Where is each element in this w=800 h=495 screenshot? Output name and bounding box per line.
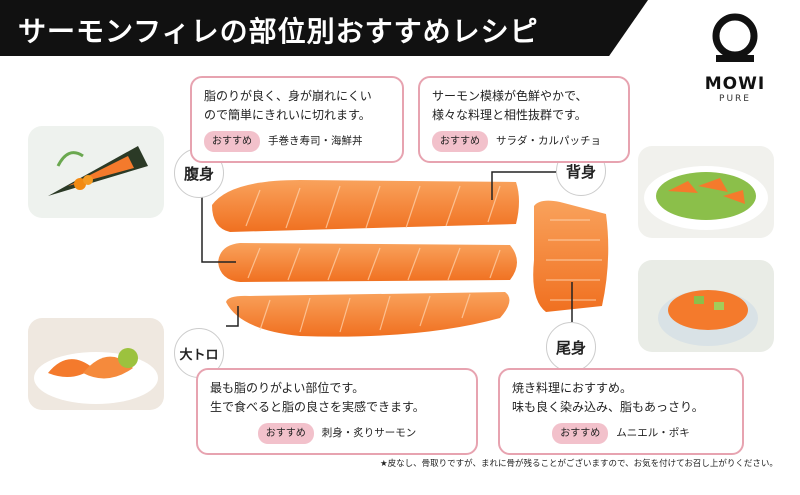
otoro-desc-1: 最も脂のりがよい部位です。	[210, 381, 365, 395]
hand-roll-sushi-image	[28, 126, 164, 218]
card-back: サーモン模様が色鮮やかで、 様々な料理と相性抜群です。 おすすめ サラダ・カルパ…	[418, 76, 630, 163]
otoro-recommend: おすすめ 刺身・炙りサーモン	[210, 423, 464, 444]
tail-desc-1: 焼き料理におすすめ。	[512, 381, 633, 395]
otoro-recipe: 刺身・炙りサーモン	[321, 427, 417, 439]
belly-desc-2: ので簡単にきれいに切れます。	[204, 108, 371, 122]
belly-leader	[201, 182, 236, 263]
mowi-logo: MOWI PURE	[690, 12, 780, 104]
logo-brand: MOWI	[704, 74, 766, 94]
back-recommend: おすすめ サラダ・カルパッチョ	[432, 131, 616, 152]
belly-recommend: おすすめ 手巻き寿司・海鮮丼	[204, 131, 390, 152]
label-otoro: 大トロ	[174, 328, 224, 378]
card-tail: 焼き料理におすすめ。 味も良く染み込み、脂もあっさり。 おすすめ ムニエル・ポキ	[498, 368, 744, 455]
label-tail: 尾身	[546, 322, 596, 372]
sashimi-image	[28, 318, 164, 410]
otoro-desc-2: 生で食べると脂の良さを実感できます。	[210, 400, 425, 414]
belly-recipe: 手巻き寿司・海鮮丼	[268, 135, 363, 147]
recommend-tag: おすすめ	[552, 423, 609, 444]
card-belly: 脂のりが良く、身が崩れにくい ので簡単にきれいに切れます。 おすすめ 手巻き寿司…	[190, 76, 404, 163]
title-banner	[0, 0, 648, 56]
back-leader	[491, 171, 556, 200]
logo-sub: PURE	[719, 94, 751, 104]
back-desc-2: 様々な料理と相性抜群です。	[432, 108, 587, 122]
recommend-tag: おすすめ	[204, 131, 260, 152]
tail-fillet	[533, 200, 609, 312]
logo-ring-icon	[712, 13, 758, 62]
salad-image	[638, 146, 774, 238]
recommend-tag: おすすめ	[257, 423, 314, 444]
tail-recommend: おすすめ ムニエル・ポキ	[512, 423, 730, 444]
belly-desc-1: 脂のりが良く、身が崩れにくい	[204, 89, 372, 103]
recommend-tag: おすすめ	[432, 131, 488, 152]
otoro-leader	[226, 306, 239, 327]
tail-desc-2: 味も良く染み込み、脂もあっさり。	[512, 400, 704, 414]
back-recipe: サラダ・カルパッチョ	[496, 135, 601, 147]
poke-image	[638, 260, 774, 352]
back-fillet	[212, 180, 519, 232]
belly-fillet	[218, 243, 517, 282]
card-otoro: 最も脂のりがよい部位です。 生で食べると脂の良さを実感できます。 おすすめ 刺身…	[196, 368, 478, 455]
footnote: ★皮なし、骨取りですが、まれに骨が残ることがございますので、お気を付けてお召し上…	[380, 459, 778, 469]
otoro-fillet	[226, 292, 510, 337]
back-desc-1: サーモン模様が色鮮やかで、	[432, 89, 588, 103]
tail-recipe: ムニエル・ポキ	[616, 427, 690, 439]
page-title: サーモンフィレの部位別おすすめレシピ	[18, 15, 539, 48]
